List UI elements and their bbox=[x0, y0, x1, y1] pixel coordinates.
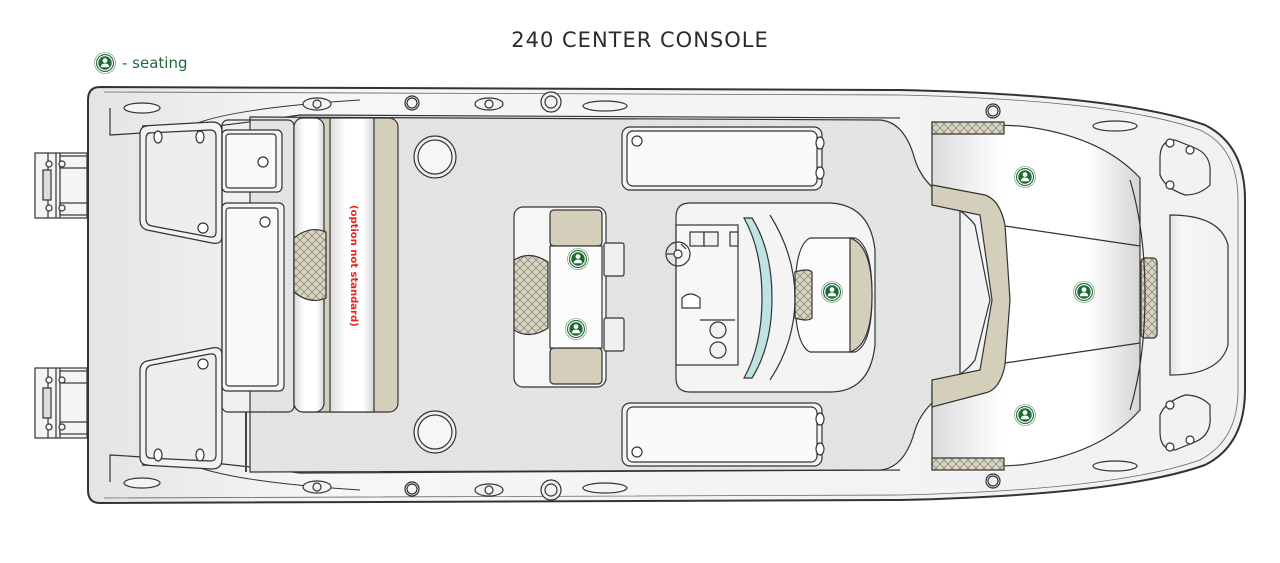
legend: - seating bbox=[94, 52, 188, 74]
transom-hatch-starboard bbox=[139, 347, 223, 470]
gunwale-fittings-top bbox=[123, 91, 1138, 132]
option-not-standard-note: (option not standard) bbox=[348, 205, 359, 327]
seating-icon bbox=[1014, 166, 1036, 188]
seating-icon bbox=[1073, 281, 1095, 303]
gunwale-fittings-bottom bbox=[123, 460, 1138, 501]
transom-storage bbox=[221, 119, 295, 472]
diagram-title: 240 CENTER CONSOLE bbox=[511, 28, 769, 52]
motor-bracket-port bbox=[34, 152, 88, 219]
transom-hatch-port bbox=[139, 121, 223, 244]
rear-bench-seat bbox=[293, 117, 399, 413]
legend-label: - seating bbox=[122, 54, 188, 72]
deck-round-hatches bbox=[413, 135, 457, 454]
fishbox-port bbox=[621, 126, 825, 191]
bow-seating bbox=[931, 121, 1158, 471]
seating-icon bbox=[567, 248, 589, 270]
seating-icon bbox=[94, 52, 116, 74]
bow-hatches bbox=[1159, 138, 1229, 452]
fishbox-starboard bbox=[621, 402, 825, 467]
seating-icon bbox=[565, 318, 587, 340]
motor-bracket-starboard bbox=[34, 367, 88, 439]
seating-icon bbox=[1014, 404, 1036, 426]
seating-icon bbox=[821, 281, 843, 303]
